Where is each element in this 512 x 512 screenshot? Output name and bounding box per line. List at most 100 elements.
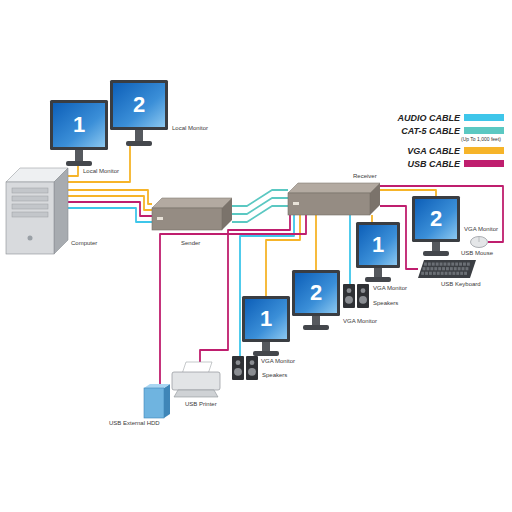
key (436, 263, 439, 266)
unit-top (152, 198, 232, 208)
device-label: Sender (180, 240, 201, 247)
key (421, 272, 424, 275)
unit-front (152, 208, 222, 230)
monitor-bezel (50, 100, 108, 150)
key (424, 263, 427, 266)
monitor-screen (295, 273, 337, 313)
monitor-neck (75, 150, 83, 162)
key (429, 272, 432, 275)
monitor-bezel (110, 80, 168, 130)
device-label: Receiver (352, 173, 378, 180)
speaker-woofer (359, 296, 367, 304)
legend-text: VGA CABLE (380, 146, 464, 156)
legend-row: VGA CABLE (380, 145, 504, 156)
key (451, 263, 454, 266)
key (430, 267, 433, 270)
screen-number: 2 (113, 83, 165, 127)
speaker-cabinet (246, 356, 258, 380)
key (445, 272, 448, 275)
monitor-neck (312, 316, 320, 326)
key (423, 267, 426, 270)
key (458, 267, 461, 270)
device-label: Computer (70, 240, 98, 247)
box-picture (288, 183, 380, 215)
unit-led (157, 217, 163, 220)
tower-front (6, 182, 54, 254)
key (442, 267, 445, 270)
key (459, 263, 462, 266)
cable (68, 202, 152, 216)
key (446, 267, 449, 270)
speaker-tweeter (361, 288, 366, 293)
key (433, 272, 436, 275)
monitor-bezel (292, 270, 340, 316)
mouse-picture (470, 236, 488, 248)
device-label: USB Printer (184, 401, 218, 408)
monitor-bezel (412, 196, 460, 242)
screen-number: 2 (295, 273, 337, 313)
device-label: Speakers (372, 300, 399, 307)
monitor-neck (374, 268, 382, 278)
key (452, 272, 455, 275)
monitor-screen (245, 299, 287, 339)
hdd-picture (144, 384, 170, 418)
sender-unit: Sender (152, 198, 232, 230)
monitor-neck (135, 130, 143, 142)
cable (232, 206, 288, 222)
monitor-screen (53, 103, 105, 147)
usb-printer: USB Printer (170, 362, 222, 398)
keyboard-body (418, 260, 476, 278)
cable (371, 215, 373, 222)
speaker-woofer (234, 368, 242, 376)
hdd-side (164, 384, 170, 418)
drive-bay (12, 204, 48, 209)
box-picture (152, 198, 232, 230)
drive-bay (12, 212, 48, 217)
legend-row: AUDIO CABLE (380, 112, 504, 123)
printer-picture (170, 362, 222, 398)
cable (315, 215, 317, 270)
monitor-bezel (242, 296, 290, 342)
tower-side (54, 168, 68, 254)
usb-keyboard: USB Keyboard (418, 260, 476, 278)
device-label: Local Monitor (171, 125, 209, 132)
cable (68, 166, 78, 176)
unit-led (293, 202, 299, 205)
vga-monitor: 1VGA Monitor (356, 222, 400, 282)
device-label: Speakers (261, 372, 288, 379)
local-monitor: 1Local Monitor (50, 100, 108, 166)
monitor-base (303, 325, 329, 330)
key (449, 272, 452, 275)
hdd-front (144, 388, 164, 418)
tower-picture (6, 168, 68, 254)
speaker-woofer (248, 368, 256, 376)
device-label: USB External HDD (108, 420, 161, 427)
computer-tower: Computer (6, 168, 68, 254)
legend-text: AUDIO CABLE (380, 113, 464, 123)
key (440, 263, 443, 266)
cable (160, 215, 306, 384)
receiver-unit: Receiver (288, 183, 380, 215)
speaker-tweeter (250, 360, 255, 365)
key (441, 272, 444, 275)
speakers-picture (343, 284, 369, 308)
legend-swatch (464, 114, 504, 121)
speaker-tweeter (236, 360, 241, 365)
printer-tray (174, 390, 218, 397)
legend-row: USB CABLE (380, 158, 504, 169)
cable (68, 208, 152, 222)
monitor-base (365, 277, 391, 282)
legend-swatch (464, 160, 504, 167)
legend-row: CAT-5 CABLE (380, 125, 504, 136)
unit-side (222, 198, 232, 230)
key (455, 263, 458, 266)
monitor-screen (359, 225, 397, 265)
mouse-split (479, 237, 480, 242)
vga-monitor: 2VGA Monitor (412, 196, 460, 256)
unit-side (370, 183, 380, 215)
device-label: USB Keyboard (440, 281, 482, 288)
cable (380, 190, 436, 196)
key (467, 263, 470, 266)
printer-body (172, 372, 220, 390)
